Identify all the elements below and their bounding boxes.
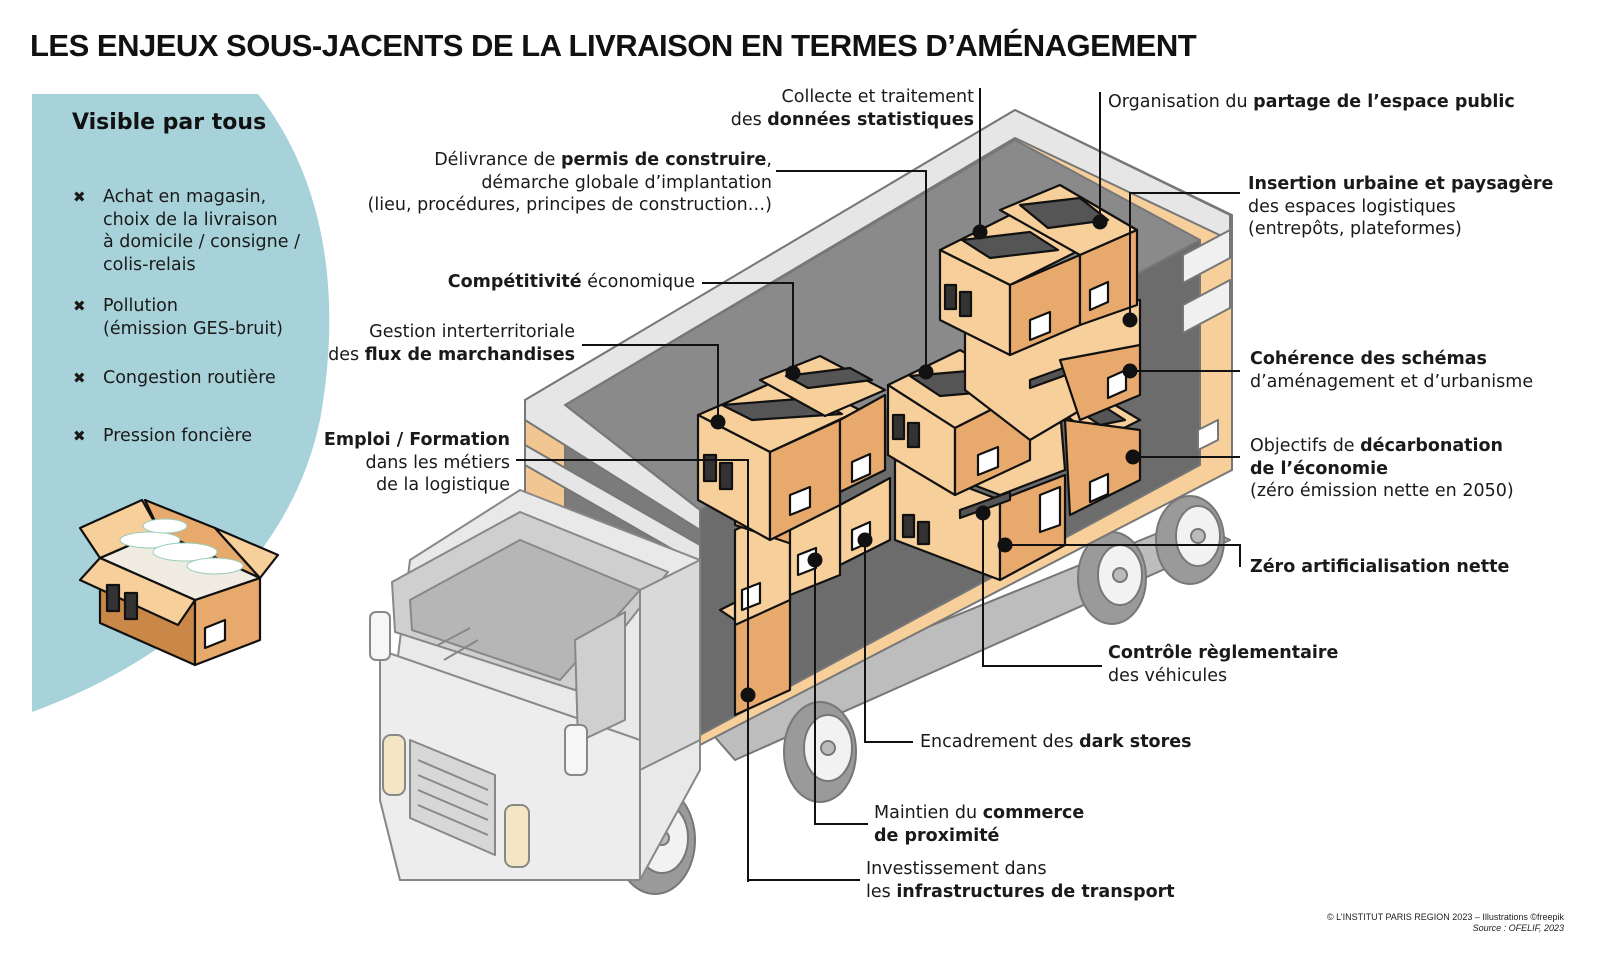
label-competitivite: Compétitivité économique [447,272,695,292]
leader-line-zan [1005,544,1241,567]
leader-line-emploi [516,459,749,882]
truck-cab [369,489,701,881]
label-zan: Zéro artificialisation nette [1250,557,1510,577]
box-filler-icon [119,518,244,575]
label-darkstores: Encadrement des dark stores [920,732,1192,752]
leader-dots [710,214,1141,703]
cross-icon: ✖ [73,297,86,315]
leader-line-darkstores [864,540,913,743]
visible-item: ✖Congestion routière [73,368,276,388]
credit: © L’INSTITUT PARIS REGION 2023 – Illustr… [1326,912,1564,933]
leader-line-permis [776,170,927,372]
cargo-box [1058,343,1142,422]
wheel-icon [783,701,857,803]
leader-line-competitivite [702,282,794,373]
visible-item: ✖Pollution(émission GES-bruit) [73,296,283,339]
leader-line-commerce [814,560,868,825]
cargo-box [998,183,1139,327]
label-partage: Organisation du partage de l’espace publ… [1108,92,1515,112]
leader-line-flux [582,344,719,422]
cargo-box [838,476,892,567]
leader-line-insertion [1129,192,1240,320]
wheel-icon [1077,531,1147,625]
page-title: LES ENJEUX SOUS-JACENTS DE LA LIVRAISON … [30,28,1197,63]
leader-lines [516,88,1241,882]
cross-icon: ✖ [73,427,86,445]
wheel-icon [1155,495,1225,585]
label-permis: Délivrance de permis de construire,démar… [367,150,772,215]
cross-icon: ✖ [73,369,86,387]
leader-line-controle [982,513,1102,667]
visible-panel-title: Visible par tous [72,110,267,135]
cross-icon: ✖ [73,188,86,206]
visible-item: ✖Pression foncière [73,426,253,446]
